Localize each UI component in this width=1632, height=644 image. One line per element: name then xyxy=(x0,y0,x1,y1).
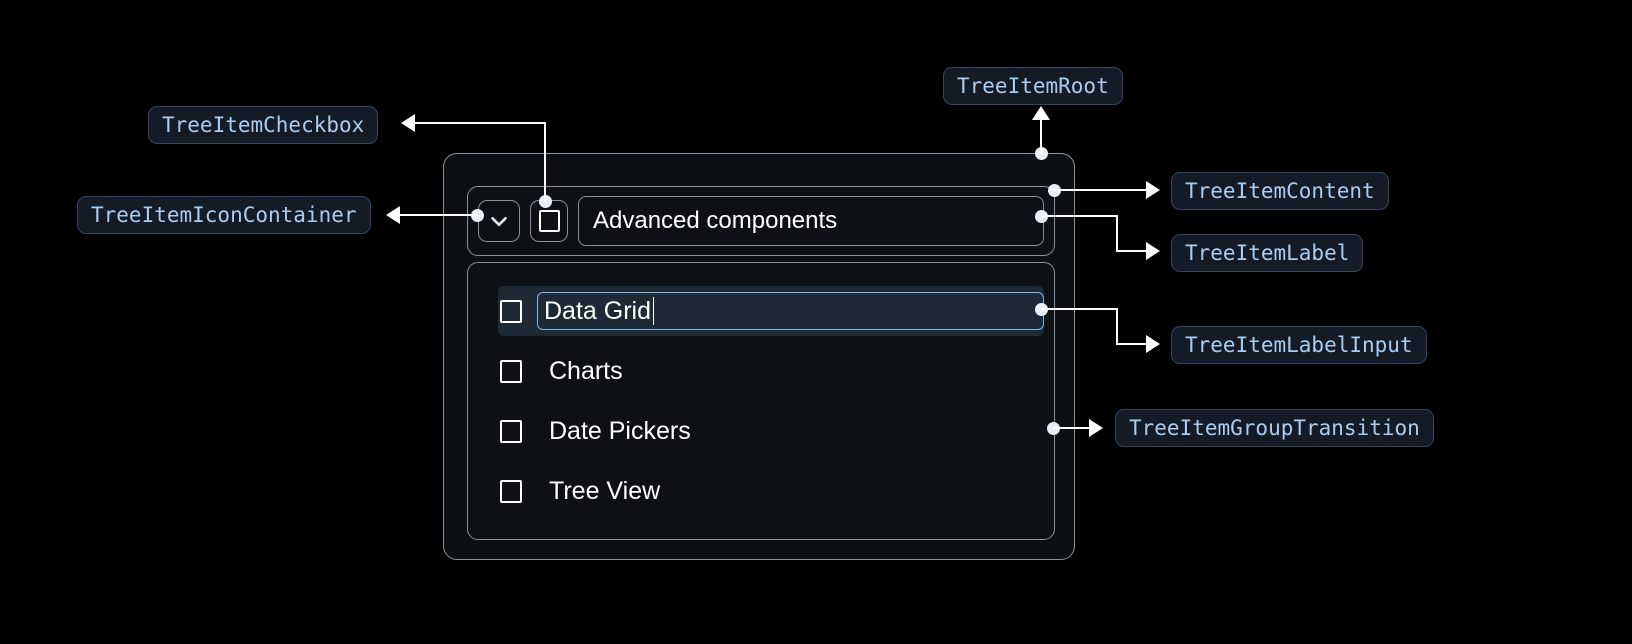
checkbox-unchecked-icon[interactable] xyxy=(500,419,522,443)
connector-arrow-content xyxy=(1146,181,1160,199)
connector-line-label-input-v xyxy=(1116,308,1118,345)
annotation-tree-item-group-transition: TreeItemGroupTransition xyxy=(1115,409,1434,447)
connector-arrow-label xyxy=(1146,242,1160,260)
annotation-tree-item-label: TreeItemLabel xyxy=(1171,234,1364,272)
tree-child-label: Charts xyxy=(549,356,623,385)
tree-item-group-transition: Data Grid Charts Date Pickers Tree View xyxy=(467,262,1055,540)
annotation-tree-item-content: TreeItemContent xyxy=(1171,172,1389,210)
connector-line-icon-container xyxy=(399,214,478,216)
tree-item-root[interactable]: Advanced components Data Grid Charts Dat… xyxy=(443,153,1075,560)
connector-arrow-group-transition xyxy=(1089,419,1103,437)
tree-child-label: Tree View xyxy=(549,476,661,505)
tree-item-checkbox[interactable] xyxy=(530,200,568,242)
tree-item-icon-container[interactable] xyxy=(478,200,520,242)
checkbox-unchecked-icon[interactable] xyxy=(500,359,522,383)
connector-line-root-v xyxy=(1040,118,1042,154)
connector-arrow-checkbox xyxy=(401,114,415,132)
connector-arrow-icon-container xyxy=(386,206,400,224)
connector-arrow-label-input xyxy=(1146,335,1160,353)
checkbox-unchecked-icon[interactable] xyxy=(500,479,522,503)
connector-line-label-input-h1 xyxy=(1041,308,1118,310)
tree-item-label-text: Advanced components xyxy=(593,207,838,234)
annotation-tree-item-icon-container: TreeItemIconContainer xyxy=(77,196,371,234)
connector-line-checkbox-h xyxy=(414,122,545,124)
annotation-tree-item-root: TreeItemRoot xyxy=(943,67,1123,105)
text-caret xyxy=(652,297,655,325)
tree-child-row-tree-view[interactable]: Tree View xyxy=(498,466,1044,516)
connector-line-label-h2 xyxy=(1116,250,1146,252)
tree-child-label: Date Pickers xyxy=(549,416,691,445)
checkbox-unchecked-icon[interactable] xyxy=(500,299,522,323)
connector-arrow-root xyxy=(1032,106,1050,120)
connector-line-checkbox-v xyxy=(544,122,546,202)
connector-line-label-input-h2 xyxy=(1116,343,1146,345)
annotation-tree-item-checkbox: TreeItemCheckbox xyxy=(148,106,379,144)
annotation-tree-item-label-input: TreeItemLabelInput xyxy=(1171,326,1427,364)
chevron-down-icon xyxy=(486,208,512,234)
tree-child-row-data-grid[interactable]: Data Grid xyxy=(498,286,1044,336)
connector-line-content xyxy=(1054,189,1146,191)
connector-line-label-v xyxy=(1116,215,1118,252)
tree-item-content[interactable]: Advanced components xyxy=(467,186,1055,256)
connector-line-label-h1 xyxy=(1041,215,1118,217)
checkbox-unchecked-icon xyxy=(538,210,560,232)
tree-item-label-input[interactable]: Data Grid xyxy=(537,292,1044,330)
tree-child-row-charts[interactable]: Charts xyxy=(498,346,1044,396)
tree-item-label[interactable]: Advanced components xyxy=(578,196,1044,246)
tree-item-label-input-value: Data Grid xyxy=(544,296,651,325)
tree-child-row-date-pickers[interactable]: Date Pickers xyxy=(498,406,1044,456)
connector-line-group-transition xyxy=(1053,427,1089,429)
